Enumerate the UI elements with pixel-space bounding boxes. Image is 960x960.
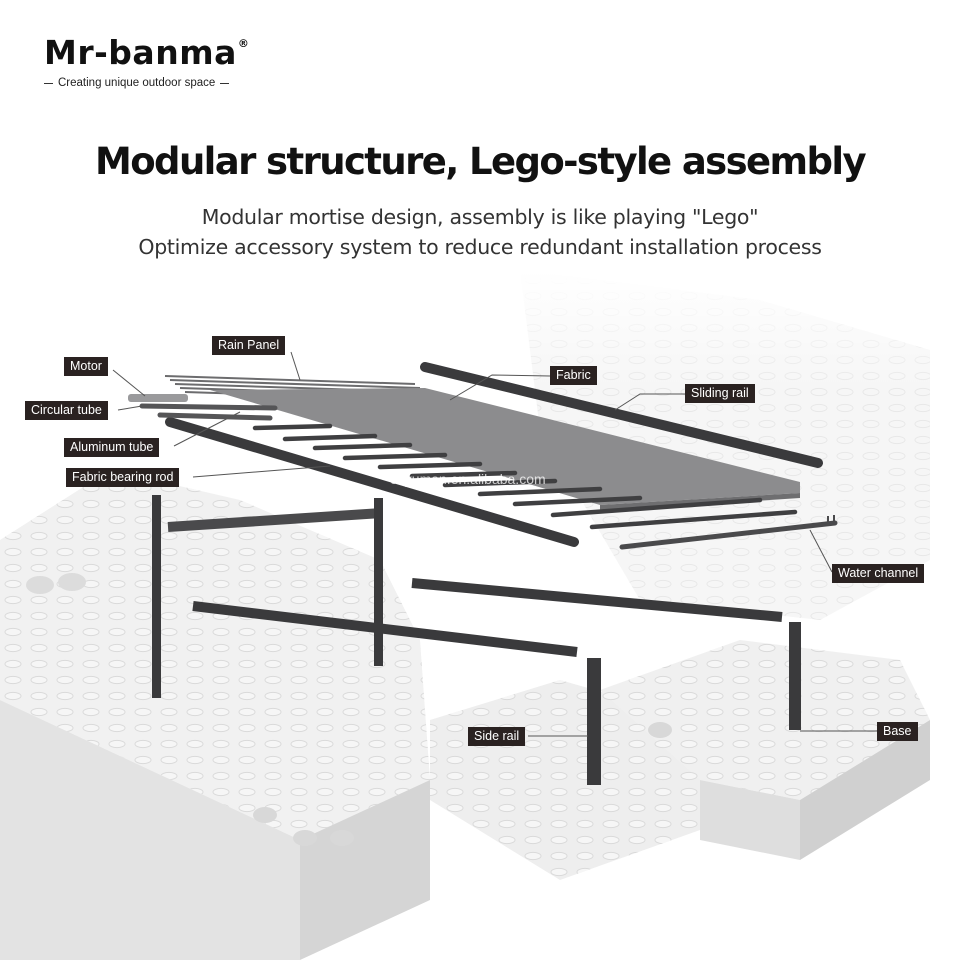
label-circular-tube: Circular tube: [25, 401, 108, 420]
post-right: [789, 622, 801, 730]
label-base: Base: [877, 722, 918, 741]
label-rain-panel: Rain Panel: [212, 336, 285, 355]
label-aluminum-tube: Aluminum tube: [64, 438, 159, 457]
label-fabric-bearing-rod: Fabric bearing rod: [66, 468, 179, 487]
aluminum-tube: [160, 415, 270, 418]
motor: [128, 394, 188, 402]
label-fabric: Fabric: [550, 366, 597, 385]
label-water-channel: Water channel: [832, 564, 924, 583]
label-motor: Motor: [64, 357, 108, 376]
label-sliding-rail: Sliding rail: [685, 384, 755, 403]
lego-background: [0, 270, 960, 960]
post-left: [152, 495, 161, 698]
circular-tube: [142, 406, 275, 408]
watermark: cnyuman.en.alibaba.com: [390, 471, 546, 487]
post-front: [587, 658, 601, 785]
post-middle: [374, 498, 383, 666]
label-side-rail: Side rail: [468, 727, 525, 746]
